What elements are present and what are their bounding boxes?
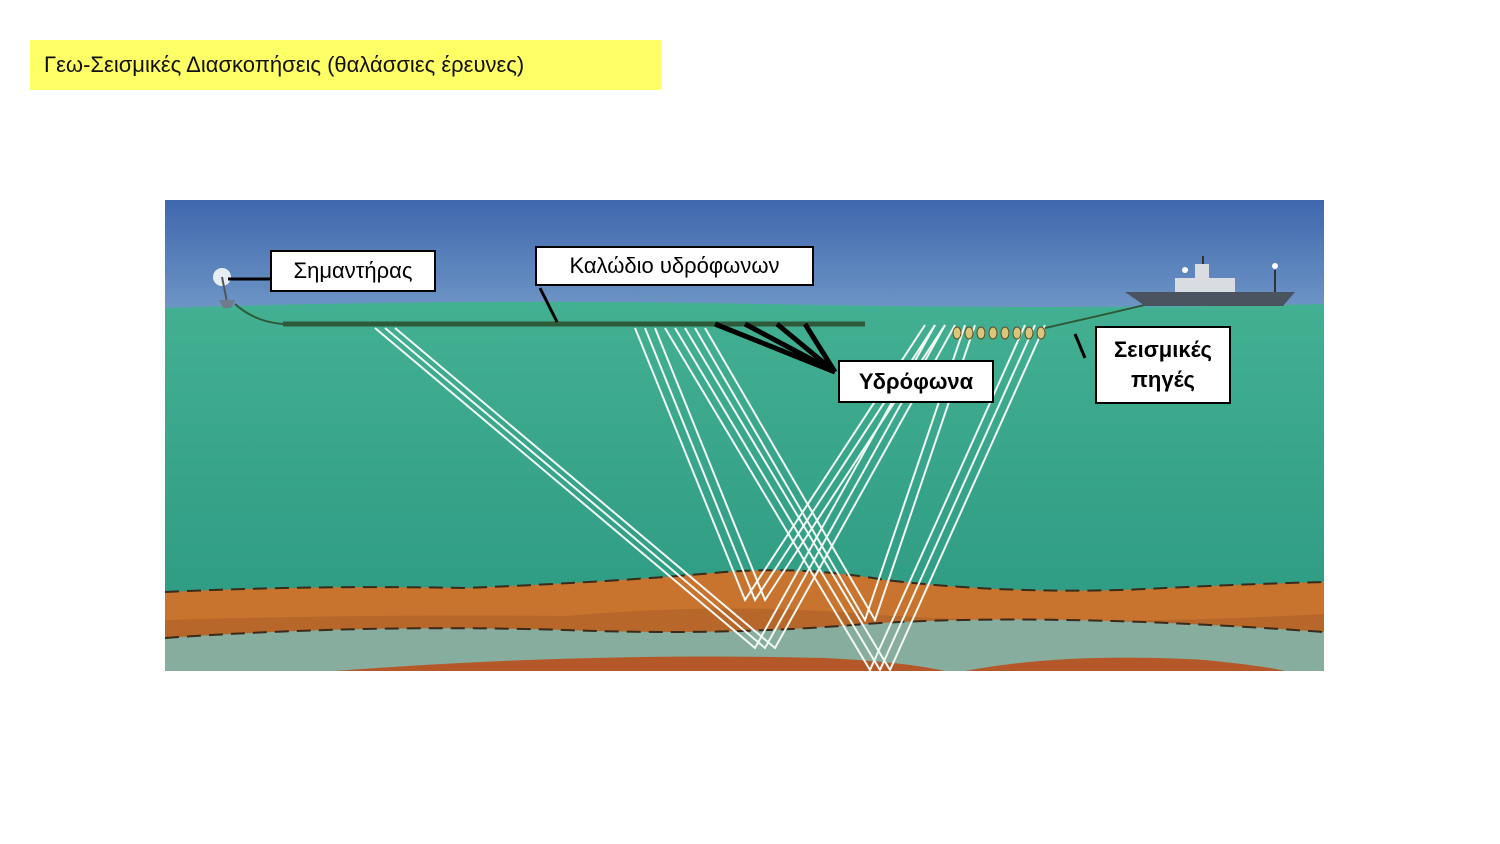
buoy-label-text: Σημαντήρας [293, 258, 413, 284]
hydrophones-label-text: Υδρόφωνα [858, 368, 974, 394]
cable-label-text: Καλώδιο υδρόφωνων [569, 253, 780, 279]
seismic-sources-label: Σεισμικές πηγές [1095, 326, 1231, 404]
buoy-icon [213, 268, 235, 308]
title-banner: Γεω-Σεισμικές Διασκοπήσεις (θαλάσσιες έρ… [30, 40, 661, 90]
sea [165, 301, 1324, 600]
hydrophones-label: Υδρόφωνα [838, 360, 994, 403]
seismic-rays [374, 324, 1046, 671]
marine-seismic-diagram: Σημαντήρας Καλώδιο υδρόφωνων Υδρόφωνα Σε… [165, 200, 1324, 671]
cable-label: Καλώδιο υδρόφωνων [535, 246, 814, 286]
boundary-2 [165, 618, 1324, 639]
buoy-label: Σημαντήρας [270, 250, 436, 292]
buoy-tether [234, 303, 284, 325]
deep-layer-left [335, 656, 945, 671]
diagram-canvas [165, 200, 1324, 671]
hydrophone-pointers [714, 321, 838, 375]
page-title: Γεω-Σεισμικές Διασκοπήσεις (θαλάσσιες έρ… [44, 52, 525, 77]
sources-pointer [1073, 333, 1087, 359]
cable-pointer [538, 287, 559, 323]
boundary-1 [165, 569, 1324, 593]
sources-label-line2: πηγές [1131, 367, 1195, 392]
sources-label-line1: Σεισμικές [1113, 337, 1212, 363]
ship-icon [1125, 256, 1295, 306]
seismic-source-array-icon [952, 326, 1046, 340]
deep-layer-right [965, 657, 1285, 671]
rock-layer [165, 619, 1324, 671]
